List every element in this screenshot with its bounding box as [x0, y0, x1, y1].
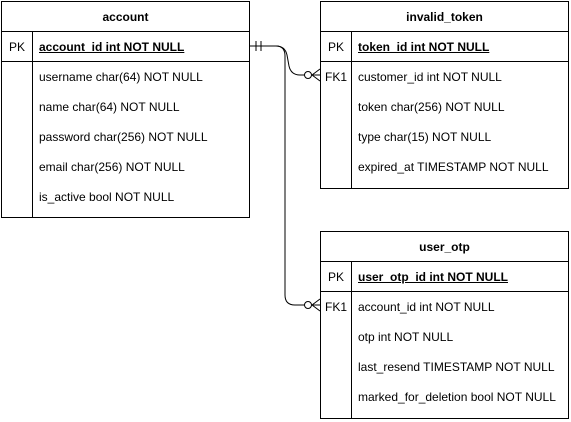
account-pk-field: account_id int NOT NULL — [39, 40, 185, 54]
account-field-email: email char(256) NOT NULL — [39, 160, 185, 174]
user-otp-entity[interactable]: user_otp PK user_otp_id int NOT NULL FK1… — [320, 231, 569, 419]
invalid-token-fk-label: FK1 — [324, 70, 347, 84]
account-field-password: password char(256) NOT NULL — [39, 130, 208, 144]
account-field-name: name char(64) NOT NULL — [39, 100, 180, 114]
account-pk-label: PK — [8, 40, 25, 54]
user-otp-pk-row: PK user_otp_id int NOT NULL — [321, 262, 568, 292]
user-otp-field-otp: otp int NOT NULL — [358, 330, 454, 344]
user-otp-pk-field: user_otp_id int NOT NULL — [358, 270, 508, 284]
invalid-token-field-customer-id: customer_id int NOT NULL — [358, 70, 502, 84]
zero-optional-circle-invalid-token — [304, 71, 312, 79]
invalid-token-field-expired-at: expired_at TIMESTAMP NOT NULL — [358, 160, 549, 174]
user-otp-field-account-id: account_id int NOT NULL — [358, 300, 495, 314]
invalid-token-field-token: token char(256) NOT NULL — [358, 100, 505, 114]
invalid-token-field-type: type char(15) NOT NULL — [358, 130, 492, 144]
crowfoot-invalid-token-bottom — [311, 74, 321, 82]
account-entity[interactable]: account PK account_id int NOT NULL usern… — [1, 1, 250, 218]
account-field-is-active: is_active bool NOT NULL — [39, 190, 175, 204]
crowfoot-invalid-token-top — [311, 68, 321, 76]
invalid-token-pk-row: PK token_id int NOT NULL — [321, 32, 568, 62]
invalid-token-pk-field: token_id int NOT NULL — [358, 40, 490, 54]
invalid-token-entity[interactable]: invalid_token PK token_id int NOT NULL F… — [320, 1, 569, 189]
account-title: account — [2, 2, 249, 32]
account-field-username: username char(64) NOT NULL — [39, 70, 203, 84]
relationship-account-invalid-token[interactable] — [250, 45, 320, 76]
invalid-token-pk-label: PK — [327, 40, 344, 54]
user-otp-pk-label: PK — [327, 270, 344, 284]
crowfoot-user-otp-bottom — [311, 304, 321, 312]
user-otp-fk-label: FK1 — [324, 300, 347, 314]
zero-optional-circle-user-otp — [304, 301, 312, 309]
user-otp-body: FK1 account_id int NOT NULL otp int NOT … — [321, 292, 568, 418]
relationship-account-user-otp[interactable] — [250, 45, 320, 306]
account-body: username char(64) NOT NULL name char(64)… — [2, 62, 249, 218]
account-pk-row: PK account_id int NOT NULL — [2, 32, 249, 62]
user-otp-title: user_otp — [321, 232, 568, 262]
invalid-token-body: FK1 customer_id int NOT NULL token char(… — [321, 62, 568, 188]
crowfoot-user-otp-top — [311, 298, 321, 306]
invalid-token-title: invalid_token — [321, 2, 568, 32]
user-otp-field-marked-for-deletion: marked_for_deletion bool NOT NULL — [358, 390, 556, 404]
user-otp-field-last-resend: last_resend TIMESTAMP NOT NULL — [358, 360, 555, 374]
